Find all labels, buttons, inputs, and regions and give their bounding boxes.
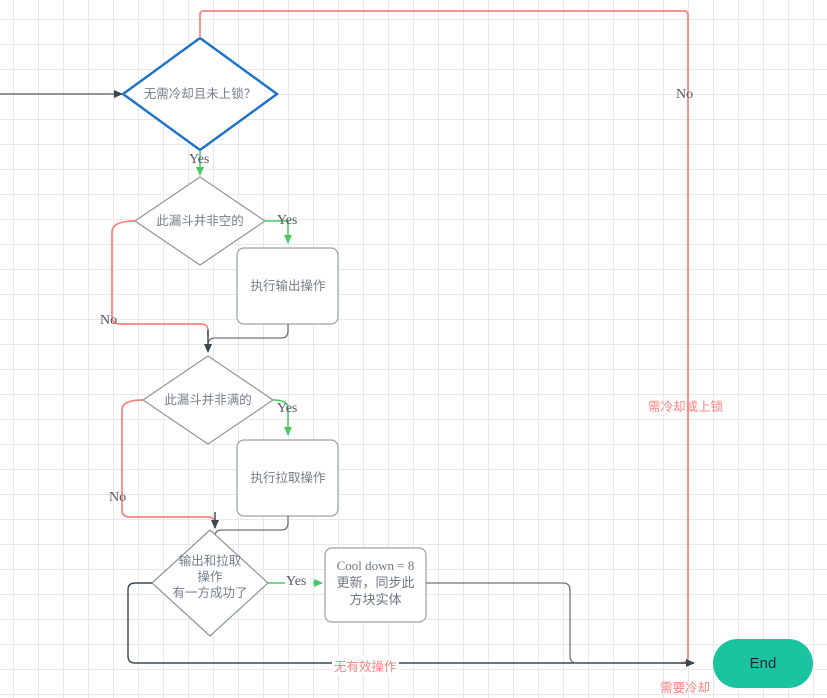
end-node-shape[interactable] [713, 639, 813, 688]
edge-cooldown-to-end [426, 582, 578, 664]
decision-hopper-not-empty-shape[interactable] [133, 176, 267, 266]
decision-any-success-shape[interactable] [151, 529, 269, 637]
edge-label-yes-3: Yes [277, 401, 298, 416]
edge-yes-2 [265, 220, 292, 244]
edge-label-no-valid-operation: 无有效操作 [332, 656, 399, 675]
edge-pull-to-next [214, 516, 289, 537]
edge-no-top-right [199, 10, 689, 650]
edge-label-no-top-right: No [676, 87, 694, 102]
edge-label-yes-1: Yes [189, 152, 210, 167]
edge-no-hopper-empty [111, 220, 209, 337]
edge-no-valid-operation [127, 582, 695, 667]
process-push-shape[interactable] [236, 247, 339, 325]
edge-label-needs-cooldown-or-lock: 需冷却或上锁 [648, 400, 724, 414]
edge-label-needs-cooldown: 需要冷却 [660, 681, 711, 695]
decision-cooldown-shape[interactable] [120, 36, 280, 152]
edge-label-no-hopper-empty: No [100, 313, 118, 328]
edge-label-yes-4: Yes [286, 574, 307, 589]
edge-no-into-end [680, 650, 694, 664]
edge-yes-3 [272, 399, 292, 436]
process-cooldown-label: Cool down = 8 更新，同步此 方块实体 [336, 558, 415, 607]
process-pull-shape[interactable] [236, 439, 339, 517]
decision-hopper-not-full-shape[interactable] [141, 355, 275, 445]
edge-label-no-hopper-full: No [109, 490, 127, 505]
end-node-label: End [749, 655, 777, 672]
process-cooldown-shape[interactable] [324, 547, 427, 623]
edge-no-hopper-full [121, 399, 216, 528]
edge-push-to-next [207, 324, 289, 346]
edge-label-yes-2: Yes [277, 213, 298, 228]
